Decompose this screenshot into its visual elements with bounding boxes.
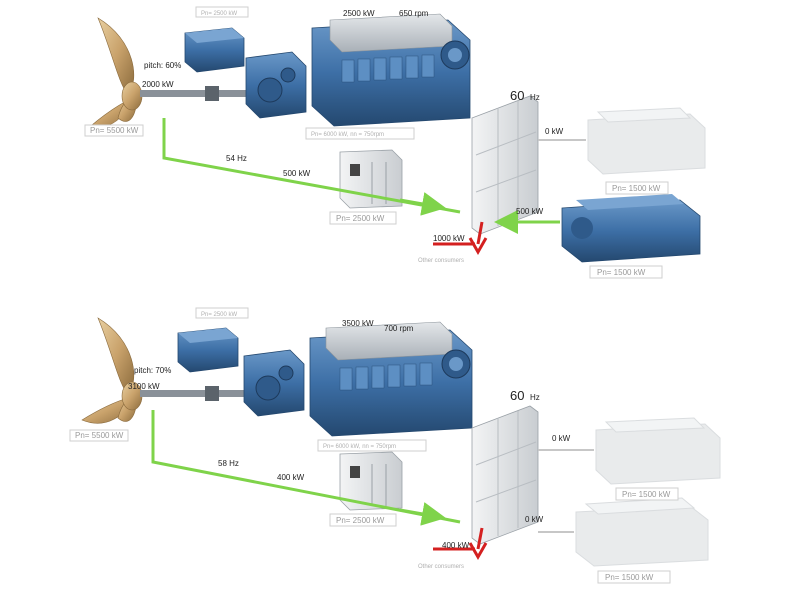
pitch-label-top: pitch: 60% <box>144 61 181 70</box>
bus-frequency-value-bottom: 60 <box>510 388 524 403</box>
shaft-power-label-bottom: 3100 kW <box>128 382 160 391</box>
bus-frequency-value-top: 60 <box>510 88 524 103</box>
engine-power-label-bottom: 3500 kW <box>342 319 374 328</box>
aux1-rating-top: Pn= 1500 kW <box>612 184 661 193</box>
consumers-label-top: Other consumers <box>418 258 464 264</box>
aux1-power-label-bottom: 0 kW <box>552 434 571 443</box>
frequency-line-label-top: 54 Hz <box>226 154 247 163</box>
propeller-rating-box-bottom <box>69 429 129 442</box>
propeller-shaft-top <box>140 90 260 97</box>
shaft-gen-rating-bottom: Pn= 2500 kW <box>201 312 238 318</box>
engine-speed-label-top: 650 rpm <box>399 9 429 18</box>
aux1-rating-box-bottom <box>615 487 679 501</box>
shaft-gen-rating-box-top <box>195 6 249 18</box>
shaft-gen-rating-top: Pn= 2500 kW <box>201 11 238 17</box>
propeller-shaft-bottom <box>140 390 260 397</box>
aux-genset-1-bottom <box>595 417 721 485</box>
aux1-power-label-top: 0 kW <box>545 127 564 136</box>
aux1-rating-bottom: Pn= 1500 kW <box>622 490 671 499</box>
propeller-rating-bottom: Pn= 5500 kW <box>75 431 124 440</box>
aux2-power-label-bottom: 0 kW <box>525 515 544 524</box>
aux2-power-label-top: 500 kW <box>516 207 544 216</box>
frequency-line-label-bottom: 58 Hz <box>218 459 239 468</box>
scenario-top: Pn= 5500 kW pitch: 60% 2000 kW Pn= 2500 … <box>84 6 706 279</box>
power-line-shaft-top <box>162 118 461 214</box>
shaft-generator-top <box>184 27 245 73</box>
engine-rating-box-top <box>305 127 415 140</box>
bus-frequency-unit-bottom: Hz <box>530 393 540 402</box>
aux2-rating-top: Pn= 1500 kW <box>597 268 646 277</box>
propeller-top <box>91 17 143 127</box>
consumer-arrowhead-top <box>468 237 488 256</box>
consumers-label-bottom: Other consumers <box>418 564 464 570</box>
converter-rating-top: Pn= 2500 kW <box>336 214 385 223</box>
shaft-gen-rating-box-bottom <box>195 307 249 319</box>
frequency-converter-bottom <box>339 451 403 511</box>
switchboard-bottom <box>471 405 539 545</box>
consumers-power-label-top: 1000 kW <box>433 234 465 243</box>
power-line-shaft-bottom <box>151 410 461 524</box>
consumer-arrowhead-bottom <box>468 542 488 561</box>
engine-rating-top: Pn= 6000 kW, nn = 750rpm <box>311 132 384 138</box>
aux-genset-2-bottom <box>575 497 709 567</box>
aux2-rating-box-bottom <box>597 570 671 584</box>
consumer-arrow-bottom <box>476 527 484 550</box>
gearbox-top <box>245 51 307 119</box>
power-arrow-converter-bottom <box>399 502 446 526</box>
converter-rating-box-bottom <box>329 513 397 527</box>
converter-power-label-top: 500 kW <box>283 169 311 178</box>
converter-power-label-bottom: 400 kW <box>277 473 305 482</box>
power-arrow-converter-top <box>399 192 446 216</box>
main-engine-top <box>311 13 471 127</box>
converter-rating-box-top <box>329 211 397 225</box>
aux1-rating-box-top <box>605 181 669 195</box>
propeller-rating-box-top <box>84 124 144 137</box>
switchboard-top <box>471 95 539 235</box>
engine-rating-box-bottom <box>317 439 427 452</box>
scenario-bottom: Pn= 5500 kW pitch: 70% 3100 kW Pn= 2500 … <box>69 307 721 584</box>
gearbox-bottom <box>243 349 305 417</box>
aux-genset-2-top <box>561 194 701 263</box>
engine-power-label-top: 2500 kW <box>343 9 375 18</box>
aux2-rating-box-top <box>589 265 663 279</box>
aux2-rating-bottom: Pn= 1500 kW <box>605 573 654 582</box>
main-engine-bottom <box>309 321 473 437</box>
consumer-arrow-top <box>476 221 484 245</box>
consumers-power-label-bottom: 400 kW <box>442 541 470 550</box>
shaft-coupling-bottom <box>205 386 219 401</box>
pitch-label-bottom: pitch: 70% <box>134 366 171 375</box>
propeller-rating-top: Pn= 5500 kW <box>90 126 139 135</box>
converter-rating-bottom: Pn= 2500 kW <box>336 516 385 525</box>
shaft-coupling-top <box>205 86 219 101</box>
shaft-generator-bottom <box>177 327 239 373</box>
bus-frequency-unit-top: Hz <box>530 93 540 102</box>
propeller-bottom <box>81 317 143 424</box>
engine-rating-bottom: Pn= 6000 kW, nn = 750rpm <box>323 444 396 450</box>
shaft-power-label-top: 2000 kW <box>142 80 174 89</box>
engine-speed-label-bottom: 700 rpm <box>384 324 414 333</box>
aux-genset-1-top <box>587 107 706 175</box>
